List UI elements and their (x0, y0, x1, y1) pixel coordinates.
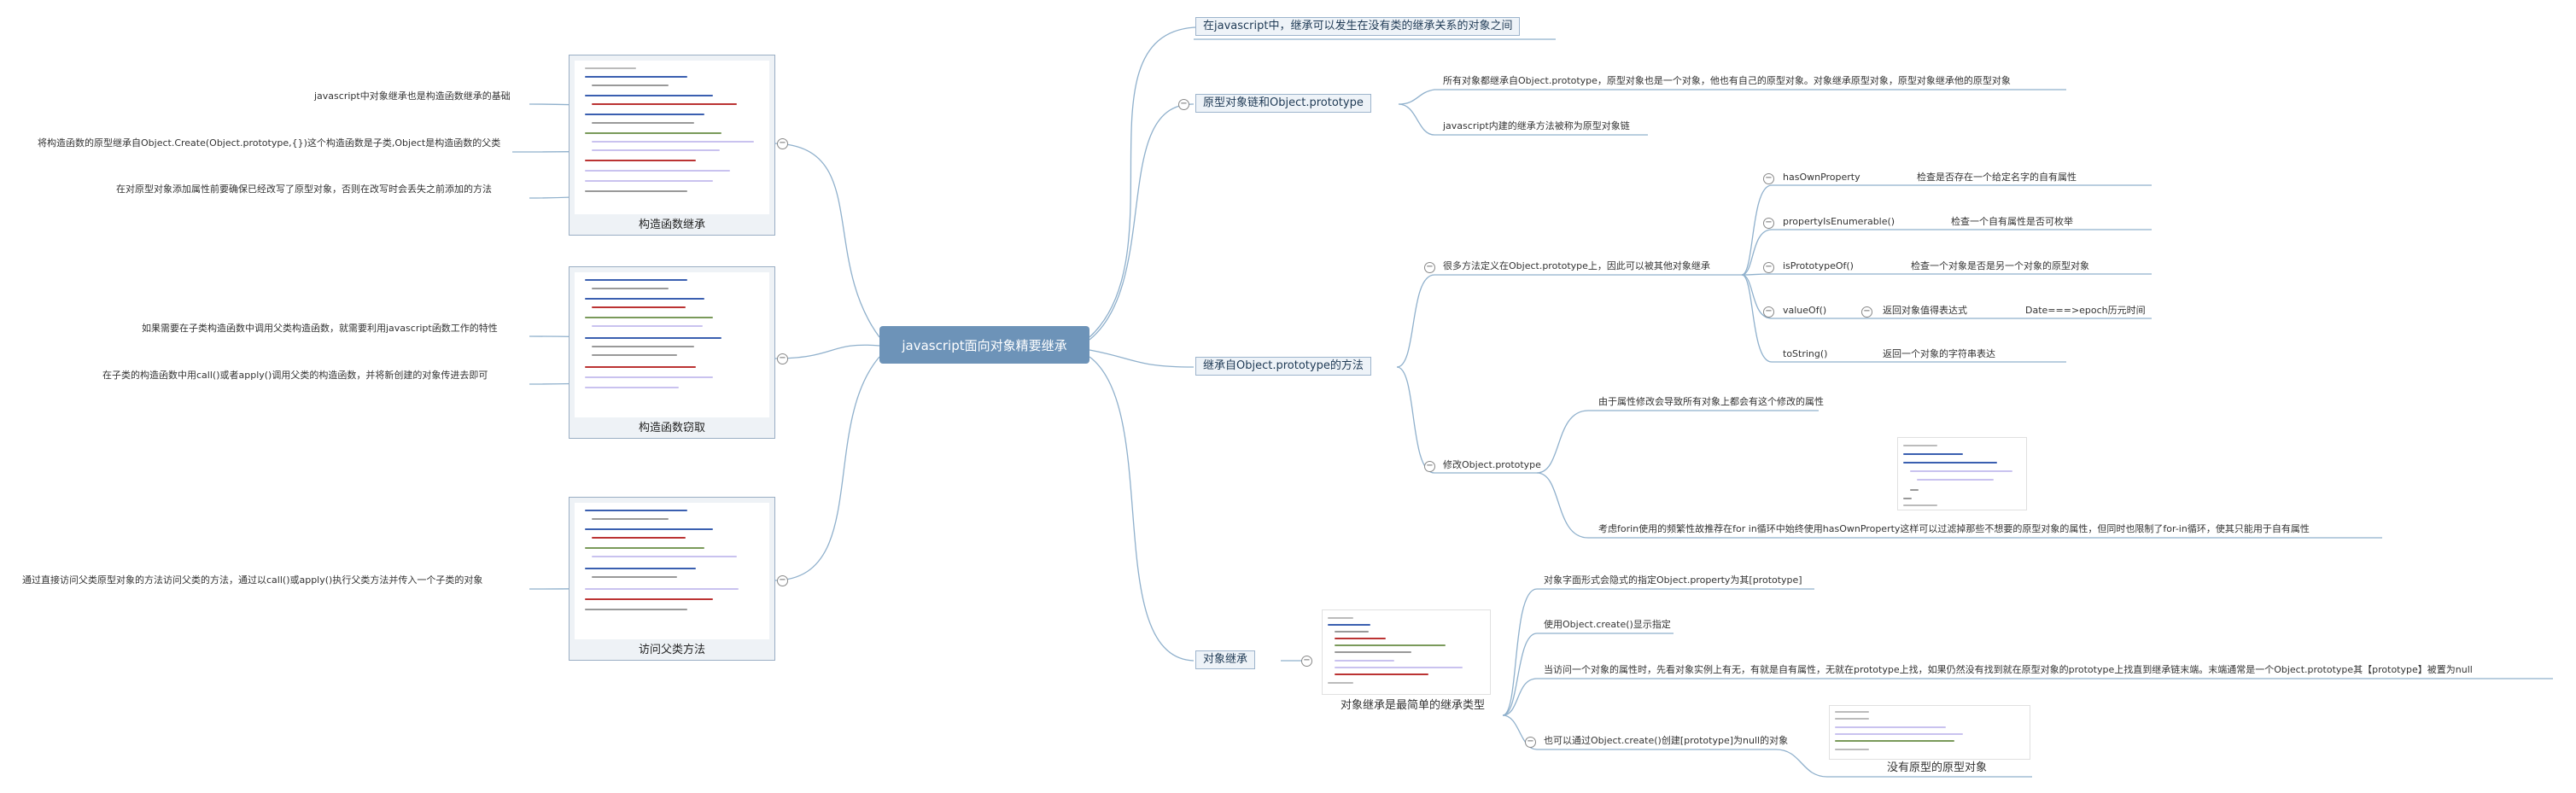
branch-prototype-chain[interactable]: 原型对象链和Object.prototype (1195, 94, 1371, 113)
collapse-toggle-icon[interactable]: − (777, 138, 788, 149)
collapse-toggle-icon[interactable]: − (1525, 737, 1536, 748)
modify-item: 考虑forin使用的频繁性故推荐在for in循环中始终使用hasOwnProp… (1598, 523, 2310, 534)
collapse-toggle-icon[interactable]: − (1301, 656, 1312, 667)
card-caption: 构造函数窃取 (638, 422, 705, 434)
null-prototype-code-screenshot (1829, 705, 2030, 760)
collapse-toggle-icon[interactable]: − (777, 353, 788, 364)
code-screenshot (575, 272, 769, 417)
card-access-parent-methods[interactable]: 访问父类方法 (569, 497, 775, 661)
modify-title: 修改Object.prototype (1443, 459, 1541, 470)
collapse-toggle-icon[interactable]: − (1763, 218, 1774, 229)
object-inheritance-item: 使用Object.create()显示指定 (1544, 619, 1671, 630)
null-prototype-caption: 没有原型的原型对象 (1887, 761, 1988, 774)
modify-item: 由于属性修改会导致所有对象上都会有这个修改的属性 (1598, 396, 1824, 407)
method-desc: 返回对象值得表达式 (1883, 305, 1967, 316)
constructor-inheritance-item: 在对原型对象添加属性前要确保已经改写了原型对象，否则在改写时会丢失之前添加的方法 (116, 184, 492, 195)
method-desc: 检查一个自有属性是否可枚举 (1951, 216, 2073, 227)
collapse-toggle-icon[interactable]: − (1763, 173, 1774, 184)
collapse-toggle-icon[interactable]: − (1424, 461, 1435, 472)
object-literal-code-screenshot (1322, 609, 1491, 695)
object-inheritance-item: 对象字面形式会隐式的指定Object.property为其[prototype] (1544, 574, 1802, 586)
branch-object-inheritance[interactable]: 对象继承 (1195, 650, 1256, 669)
object-inheritance-item: 也可以通过Object.create()创建[prototype]为null的对… (1544, 735, 1789, 746)
card-caption: 访问父类方法 (638, 644, 705, 656)
collapse-toggle-icon[interactable]: − (777, 575, 788, 586)
card-constructor-stealing[interactable]: 构造函数窃取 (569, 266, 775, 439)
object-inheritance-caption: 对象继承是最简单的继承类型 (1341, 699, 1486, 712)
method-name: toString() (1783, 348, 1828, 359)
collapse-toggle-icon[interactable]: − (1763, 306, 1774, 318)
method-desc: 检查一个对象是否是另一个对象的原型对象 (1911, 260, 2089, 271)
forin-code-screenshot (1897, 437, 2027, 510)
branch-inheritance-without-class[interactable]: 在javascript中，继承可以发生在没有类的继承关系的对象之间 (1195, 17, 1521, 36)
method-name: hasOwnProperty (1783, 172, 1860, 183)
prototype-chain-item: 所有对象都继承自Object.prototype，原型对象也是一个对象，他也有自… (1443, 75, 2011, 86)
code-screenshot (575, 61, 769, 214)
method-name: isPrototypeOf() (1783, 260, 1854, 271)
card-constructor-inheritance[interactable]: 构造函数继承 (569, 55, 775, 236)
method-name: valueOf() (1783, 305, 1827, 316)
constructor-stealing-item: 如果需要在子类构造函数中调用父类构造函数，就需要利用javascript函数工作… (142, 323, 498, 334)
collapse-toggle-icon[interactable]: − (1763, 262, 1774, 273)
branch-object-prototype-methods[interactable]: 继承自Object.prototype的方法 (1195, 357, 1371, 376)
methods-title: 很多方法定义在Object.prototype上，因此可以被其他对象继承 (1443, 260, 1710, 271)
constructor-stealing-item: 在子类的构造函数中用call()或者apply()调用父类的构造函数，并将新创建… (102, 370, 488, 381)
collapse-toggle-icon[interactable]: − (1861, 306, 1872, 318)
constructor-inheritance-item: javascript中对象继承也是构造函数继承的基础 (314, 90, 511, 102)
root-node[interactable]: javascript面向对象精要继承 (879, 326, 1089, 364)
collapse-toggle-icon[interactable]: − (1178, 99, 1189, 110)
prototype-chain-item: javascript内建的继承方法被称为原型对象链 (1443, 120, 1630, 131)
object-inheritance-item: 当访问一个对象的属性时，先看对象实例上有无，有就是自有属性，无就在prototy… (1544, 664, 2473, 675)
method-desc: 检查是否存在一个给定名字的自有属性 (1917, 172, 2077, 183)
code-screenshot (575, 503, 769, 639)
card-caption: 构造函数继承 (638, 219, 705, 231)
method-name: propertyIsEnumerable() (1783, 216, 1895, 227)
method-extra: Date===>epoch历元时间 (2025, 305, 2146, 316)
constructor-inheritance-item: 将构造函数的原型继承自Object.Create(Object.prototyp… (38, 137, 501, 149)
method-desc: 返回一个对象的字符串表达 (1883, 348, 1995, 359)
access-parent-methods-item: 通过直接访问父类原型对象的方法访问父类的方法，通过以call()或apply()… (22, 574, 483, 586)
collapse-toggle-icon[interactable]: − (1424, 262, 1435, 273)
